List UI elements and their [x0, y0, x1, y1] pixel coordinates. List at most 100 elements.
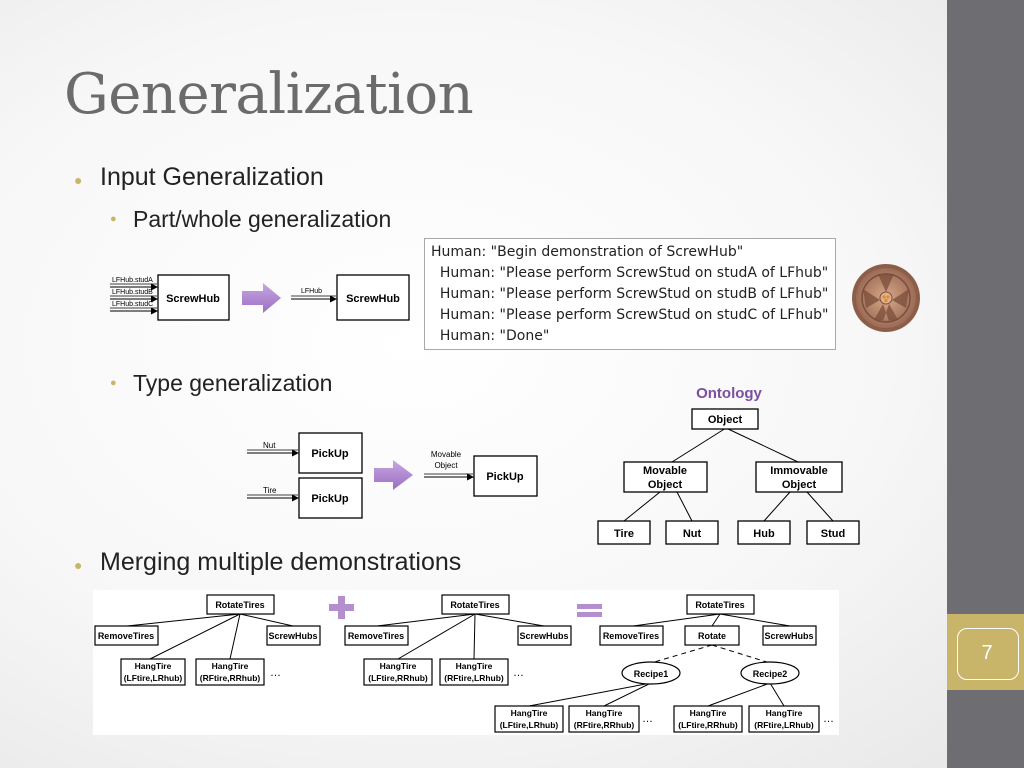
box-label: ScrewHub [166, 293, 220, 305]
ellipsis-label: … [823, 713, 834, 725]
ontology-node [691, 408, 759, 430]
transform-arrow-icon [374, 460, 413, 490]
transcript-line: Human: "Done" [431, 328, 550, 344]
task-node [363, 658, 433, 686]
task-node-label: RotateTires [450, 600, 499, 610]
merge-tree-3: RotateTires RemoveTires Rotate ScrewHubs… [494, 594, 834, 733]
transcript-line: Human: "Please perform ScrewStud on stud… [431, 307, 829, 323]
task-node [599, 625, 664, 646]
ontology-node-label: Stud [821, 528, 845, 540]
ontology-leaf [597, 520, 651, 545]
task-node-label: (LFtire,RRhub) [678, 720, 738, 730]
ellipsis-label: … [513, 667, 524, 679]
task-node-label: (LFtire,RRhub) [368, 673, 428, 683]
bullet-input-generalization: Input Generalization [100, 163, 324, 191]
slide-title: Generalization [64, 62, 474, 127]
input-label: Movable [431, 450, 462, 459]
task-node-label: HangTire [586, 708, 623, 718]
pickup-box [298, 432, 363, 474]
input-label: LFHub.studB [112, 289, 153, 296]
input-label: LFHub.studC [112, 301, 153, 308]
recipe-node-label: Recipe1 [634, 669, 669, 679]
ontology-node-label: Immovable [770, 465, 827, 477]
ontology-leaf [737, 520, 791, 545]
task-node-label: (LFtire,LRhub) [124, 673, 183, 683]
task-node [441, 594, 510, 615]
task-node-label: RotateTires [695, 600, 744, 610]
task-node [195, 658, 265, 686]
ontology-node-label: Tire [614, 528, 634, 540]
merge-tree-2: RotateTires RemoveTires ScrewHubs HangTi… [344, 594, 572, 686]
recipe-node-label: Recipe2 [753, 669, 788, 679]
task-node-label: HangTire [135, 661, 172, 671]
task-node [568, 705, 640, 733]
task-node [439, 658, 509, 686]
task-node [517, 625, 572, 646]
task-node-label: RemoveTires [348, 631, 404, 641]
recipe-node [621, 661, 681, 685]
task-node-label: HangTire [690, 708, 727, 718]
task-node-label: RotateTires [215, 600, 264, 610]
transcript-line: Human: "Please perform ScrewStud on stud… [431, 265, 829, 281]
task-node [762, 625, 817, 646]
task-node [748, 705, 820, 733]
ontology-leaf [806, 520, 860, 545]
wheel-image [852, 264, 920, 332]
task-node-label: Rotate [698, 631, 726, 641]
task-node [673, 705, 743, 733]
task-node-label: (RFtire,LRhub) [444, 673, 504, 683]
task-node [344, 625, 409, 646]
task-node-label: HangTire [766, 708, 803, 718]
input-label: Object [434, 461, 458, 470]
bullet-dot: ● [110, 377, 117, 389]
screwhub-box-left [157, 274, 230, 321]
task-node [94, 625, 159, 646]
ontology-tree: Ontology Object Movable Object Immovable… [597, 385, 860, 545]
diagrams-canvas: LFHub.studA LFHub.studB LFHub.studC Scre… [94, 264, 920, 733]
box-label: PickUp [311, 448, 349, 460]
pickup-box [298, 477, 363, 519]
transcript-line: Human: "Please perform ScrewStud on stud… [431, 286, 829, 302]
equals-icon [577, 612, 602, 617]
ontology-node-label: Object [782, 479, 817, 491]
ontology-node-label: Object [648, 479, 683, 491]
bullet-dot: ● [110, 213, 117, 225]
input-label: LFHub.studA [112, 277, 153, 284]
task-node-label: ScrewHubs [764, 631, 813, 641]
ellipsis-label: … [642, 713, 653, 725]
task-node [686, 594, 755, 615]
ellipsis-label: … [270, 667, 281, 679]
bullet-part-whole: Part/whole generalization [133, 206, 392, 232]
transcript-line: Human: "Begin demonstration of ScrewHub" [431, 244, 744, 260]
task-node-label: (RFtire,LRhub) [754, 720, 814, 730]
task-node-label: ScrewHubs [268, 631, 317, 641]
task-node-label: HangTire [380, 661, 417, 671]
screwhub-box-right [336, 274, 410, 321]
equals-icon [577, 604, 602, 609]
box-label: PickUp [486, 471, 524, 483]
recipe-node [740, 661, 800, 685]
task-node [494, 705, 564, 733]
transform-arrow-icon [242, 283, 281, 313]
task-node-label: RemoveTires [603, 631, 659, 641]
bullet-dot: ● [74, 557, 83, 573]
ontology-node-label: Movable [643, 465, 687, 477]
task-node-label: HangTire [212, 661, 249, 671]
ontology-leaf [665, 520, 719, 545]
type-generalization-diagram: Nut PickUp Tire PickUp Movable Object Pi… [247, 432, 538, 519]
page-number: 7 [981, 642, 993, 664]
bullet-dot: ● [74, 172, 83, 188]
ontology-node [755, 461, 843, 493]
page-number-frame [957, 628, 1019, 680]
input-label: LFHub [301, 288, 322, 295]
plus-icon [329, 596, 354, 619]
ontology-node-label: Hub [753, 528, 775, 540]
task-node-label: HangTire [511, 708, 548, 718]
task-node-label: RemoveTires [98, 631, 154, 641]
task-node [120, 658, 186, 686]
task-node-label: (LFtire,LRhub) [500, 720, 559, 730]
box-label: PickUp [311, 493, 349, 505]
task-node [266, 625, 321, 646]
ontology-node-label: Object [708, 414, 743, 426]
ontology-node [623, 461, 708, 493]
